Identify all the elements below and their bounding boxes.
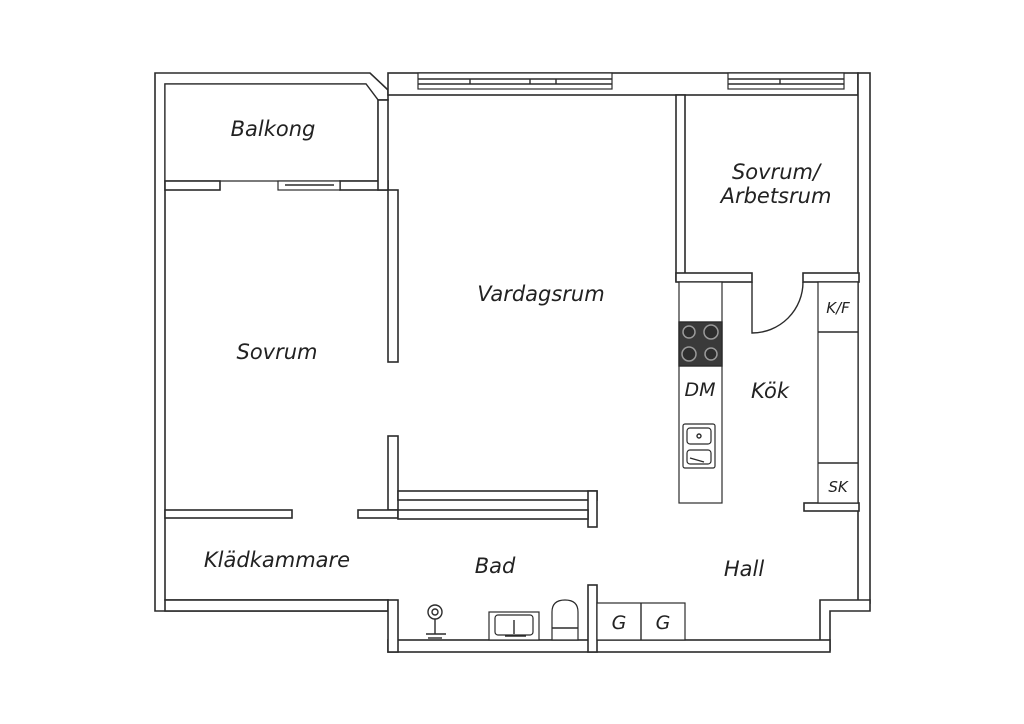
stove-icon	[678, 321, 723, 367]
fridge-column	[817, 281, 859, 504]
bathroom-fixtures	[426, 599, 579, 641]
washbasin-icon	[488, 611, 540, 641]
balcony-door	[277, 180, 341, 191]
fixture-labels: DM K/F SK G G	[612, 299, 850, 634]
hall-wardrobes	[596, 602, 686, 641]
interior-walls	[397, 94, 860, 653]
fixture-label-dishwasher: DM	[684, 379, 715, 401]
room-label-sovrum: Sovrum	[236, 340, 317, 364]
kitchen-counter	[678, 281, 723, 504]
shower-icon	[426, 604, 446, 639]
toilet-icon	[551, 599, 579, 641]
room-label-sovrum-arbetsrum-line2: Arbetsrum	[719, 184, 832, 208]
left-block-walls	[154, 72, 399, 612]
bedroom2-window	[727, 72, 845, 90]
room-label-sovrum-arbetsrum-line1: Sovrum/	[732, 160, 822, 184]
room-label-kladkammare: Klädkammare	[204, 548, 350, 572]
room-labels: Balkong Vardagsrum Sovrum/ Arbetsrum Sov…	[204, 117, 832, 581]
fixture-label-wardrobe-1: G	[612, 612, 627, 634]
room-label-kok: Kök	[751, 379, 790, 403]
kitchen-sink-icon	[682, 423, 716, 469]
room-label-vardagsrum: Vardagsrum	[477, 282, 604, 306]
fixture-label-cabinet: SK	[828, 478, 849, 496]
room-label-bad: Bad	[475, 554, 516, 578]
living-room-window	[417, 72, 613, 90]
fixture-label-fridge-freezer: K/F	[826, 299, 850, 317]
kitchen-door-swing	[751, 281, 804, 334]
fixture-label-wardrobe-2: G	[656, 612, 671, 634]
room-label-hall: Hall	[724, 557, 764, 581]
room-label-balkong: Balkong	[231, 117, 316, 141]
